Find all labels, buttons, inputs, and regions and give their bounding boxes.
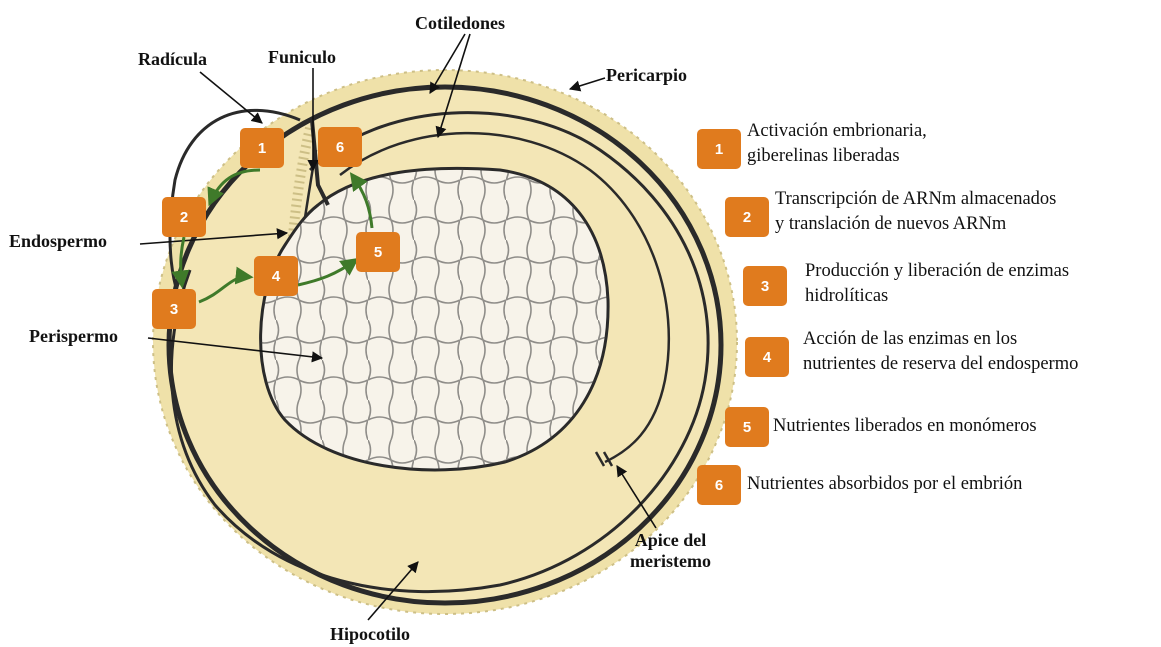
legend-6-line-1: Nutrientes absorbidos por el embrión [747, 472, 1022, 497]
perisperm-cells [261, 168, 608, 470]
legend-3-line-1: Producción y liberación de enzimas [805, 259, 1069, 284]
legend-text-4: Acción de las enzimas en los nutrientes … [803, 327, 1078, 377]
label-cotiledones: Cotiledones [415, 13, 505, 34]
legend-badge-5: 5 [725, 407, 769, 447]
legend-badge-6: 6 [697, 465, 741, 505]
legend-1-line-1: Activación embrionaria, [747, 119, 927, 144]
legend-2-line-2: y translación de nuevos ARNm [775, 212, 1056, 237]
legend-5-line-1: Nutrientes liberados en monómeros [773, 414, 1037, 439]
legend-text-3: Producción y liberación de enzimas hidro… [805, 259, 1069, 309]
legend-badge-3: 3 [743, 266, 787, 306]
label-pericarpio: Pericarpio [606, 65, 687, 86]
legend-4-line-2: nutrientes de reserva del endospermo [803, 352, 1078, 377]
diagram-badge-2: 2 [162, 197, 206, 237]
label-radicula: Radícula [138, 49, 207, 70]
diagram-badge-5: 5 [356, 232, 400, 272]
label-funiculo: Funiculo [268, 47, 336, 68]
label-perispermo: Perispermo [29, 326, 118, 347]
legend-text-6: Nutrientes absorbidos por el embrión [747, 472, 1022, 497]
label-apice: Apice del meristemo [630, 530, 711, 572]
arrow-pericarpio [570, 78, 605, 89]
label-endospermo: Endospermo [9, 231, 107, 252]
diagram-badge-3: 3 [152, 289, 196, 329]
legend-1-line-2: giberelinas liberadas [747, 144, 927, 169]
diagram-badge-4: 4 [254, 256, 298, 296]
legend-text-1: Activación embrionaria, giberelinas libe… [747, 119, 927, 169]
legend-badge-4: 4 [745, 337, 789, 377]
label-apice-line1: Apice del [630, 530, 711, 551]
legend-text-5: Nutrientes liberados en monómeros [773, 414, 1037, 439]
label-apice-line2: meristemo [630, 551, 711, 572]
legend-4-line-1: Acción de las enzimas en los [803, 327, 1078, 352]
legend-text-2: Transcripción de ARNm almacenados y tran… [775, 187, 1056, 237]
label-hipocotilo: Hipocotilo [330, 624, 410, 645]
legend-3-line-2: hidrolíticas [805, 284, 1069, 309]
diagram-badge-1: 1 [240, 128, 284, 168]
legend-badge-1: 1 [697, 129, 741, 169]
legend-2-line-1: Transcripción de ARNm almacenados [775, 187, 1056, 212]
diagram-badge-6: 6 [318, 127, 362, 167]
legend-badge-2: 2 [725, 197, 769, 237]
